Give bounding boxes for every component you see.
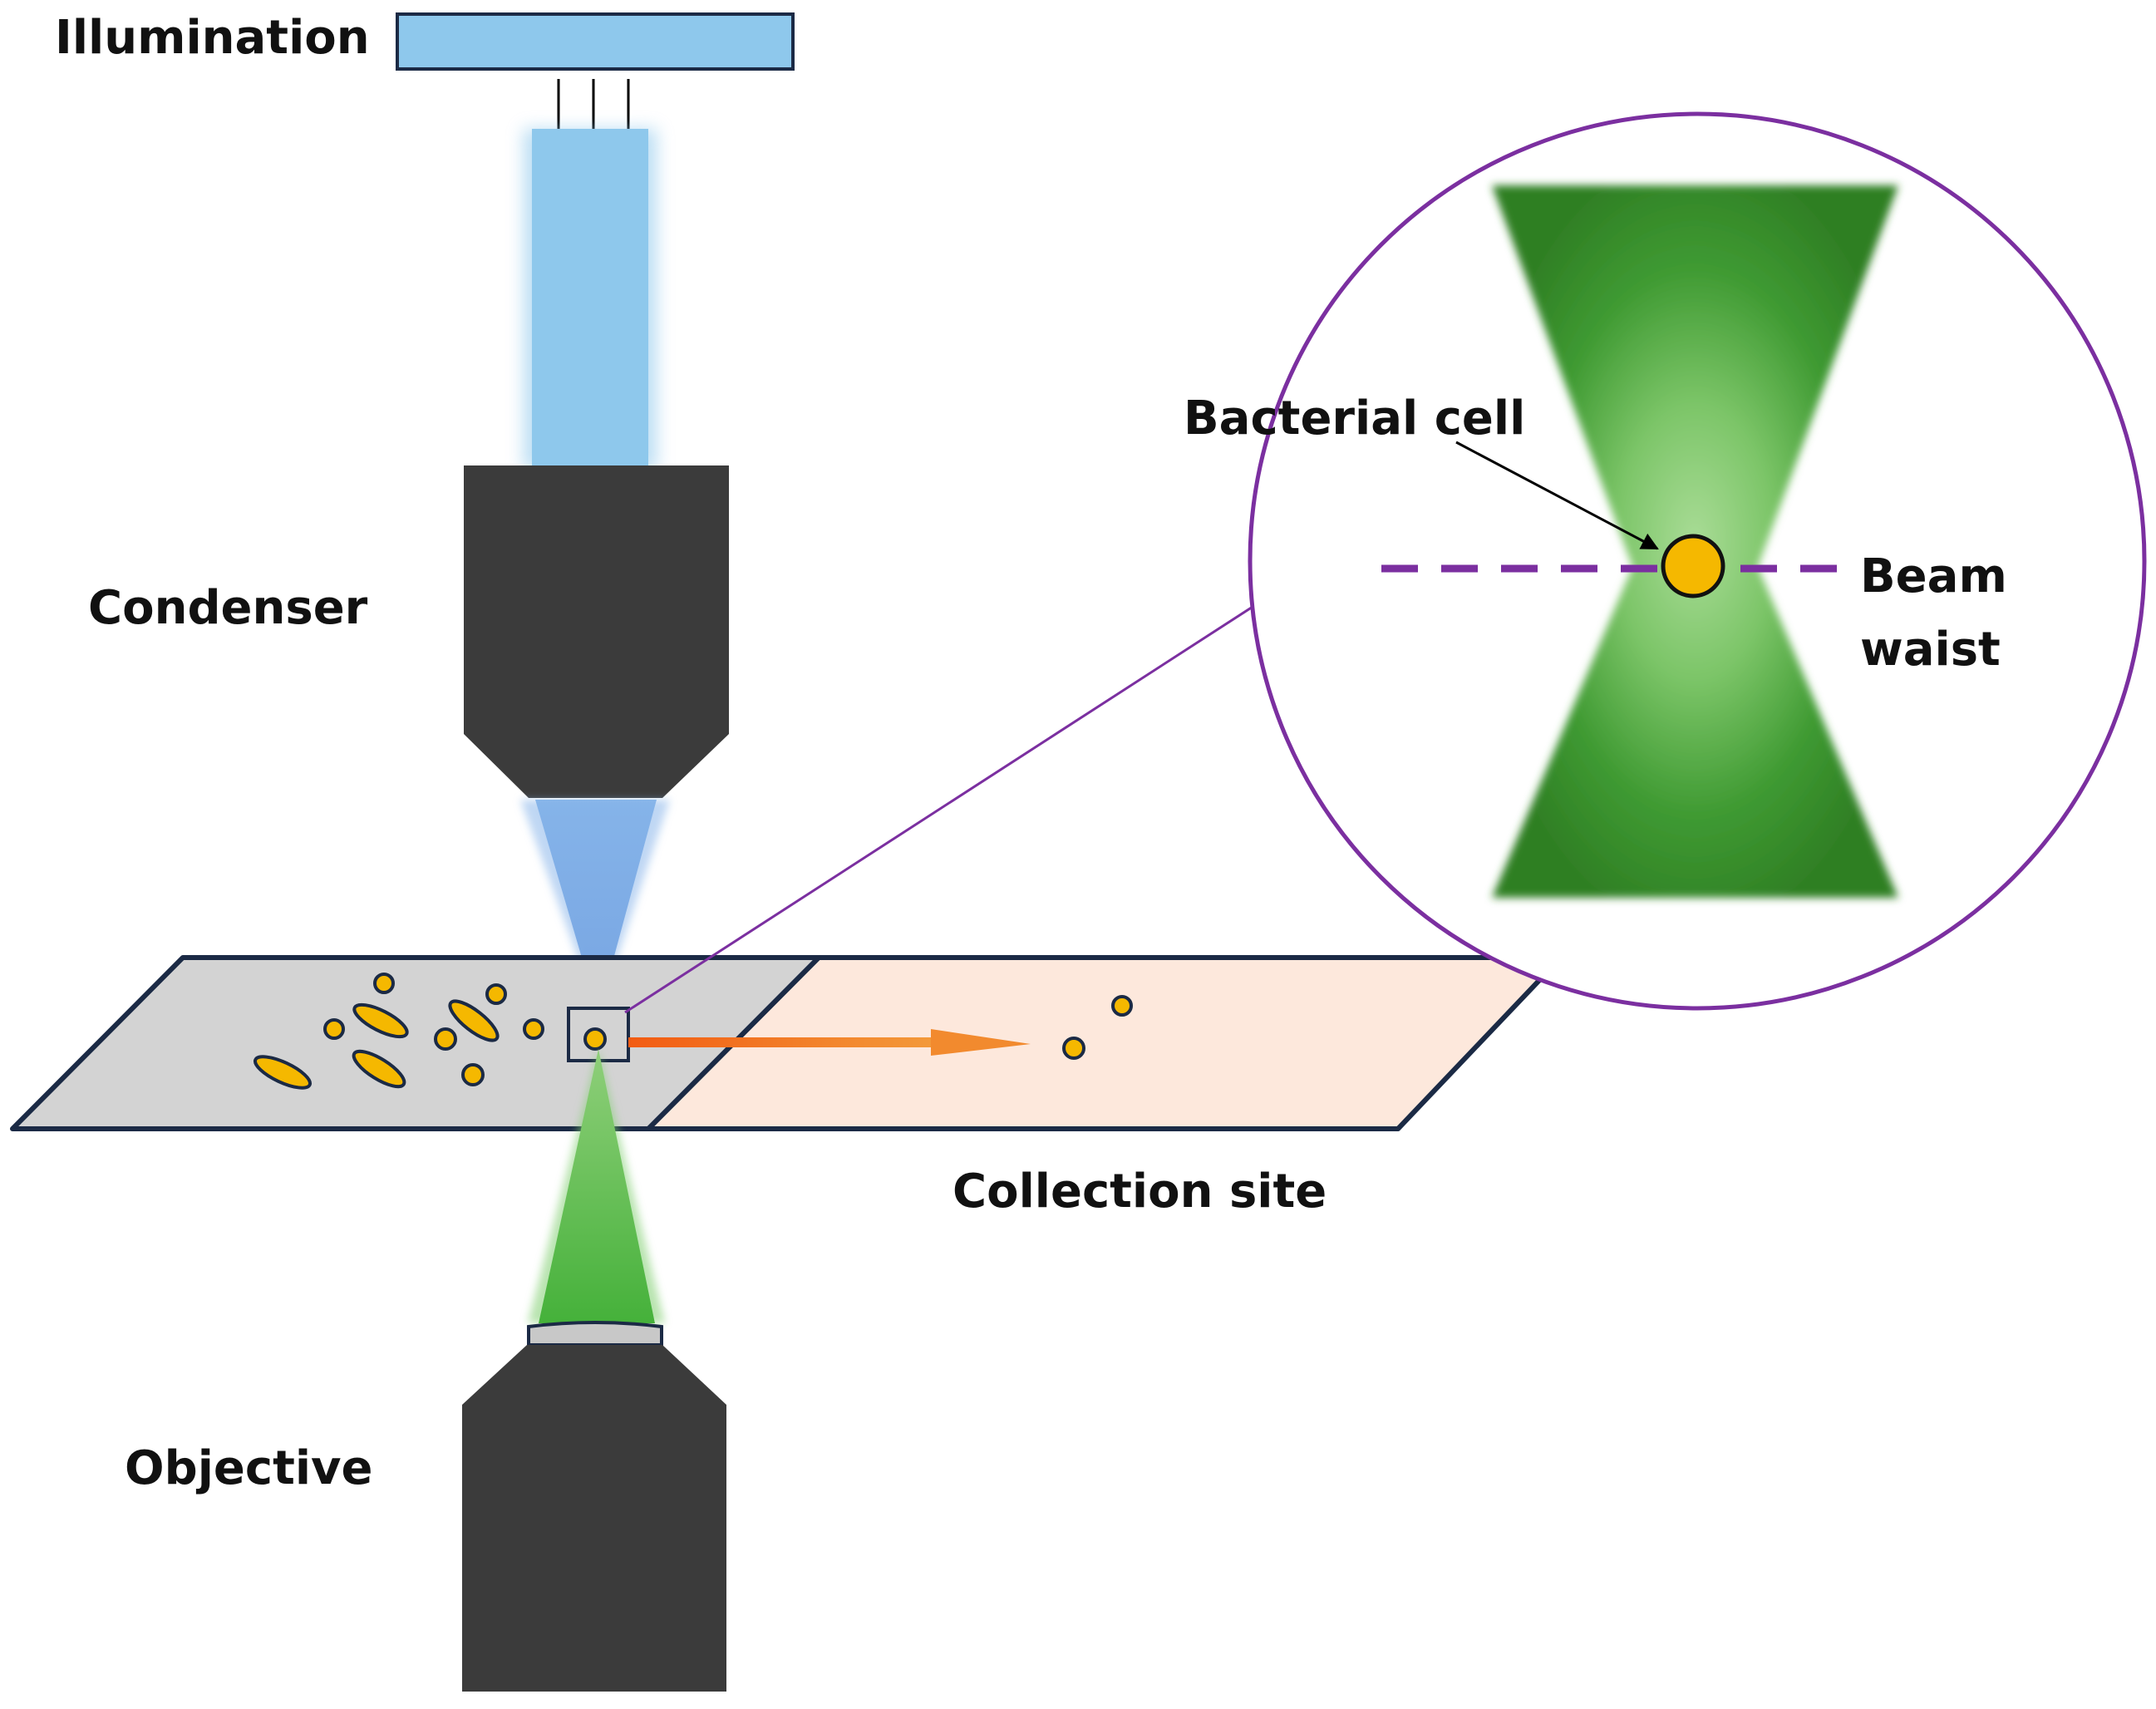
condenser-lens (464, 465, 729, 798)
bacterial-cell-zoom (1661, 534, 1725, 598)
trapped-cell (583, 1027, 607, 1051)
objective-front-element (527, 1321, 663, 1347)
label-beam-waist-line1: Beam (1860, 549, 2007, 603)
label-condenser: Condenser (88, 581, 368, 635)
illumination-beam (524, 129, 657, 470)
objective-lens (462, 1345, 726, 1692)
label-objective: Objective (125, 1441, 373, 1495)
collected-bacteria (1062, 995, 1133, 1060)
bacteria-sample (253, 973, 544, 1090)
condenser-focus-cone (520, 800, 670, 1014)
transport-arrow (628, 1029, 1031, 1056)
zoom-circle-outline (1248, 111, 2147, 1011)
label-illumination: Illumination (55, 11, 370, 65)
zoom-connector (624, 589, 1281, 1014)
illumination-source (396, 12, 795, 71)
objective-focus-cone (528, 1049, 665, 1323)
label-beam-waist-line2: waist (1860, 623, 2001, 677)
label-bacterial-cell: Bacterial cell (1184, 392, 1525, 446)
label-collection-site: Collection site (952, 1165, 1327, 1219)
sample-slide (10, 955, 821, 1131)
bacterial-cell-pointer (1455, 441, 1659, 550)
